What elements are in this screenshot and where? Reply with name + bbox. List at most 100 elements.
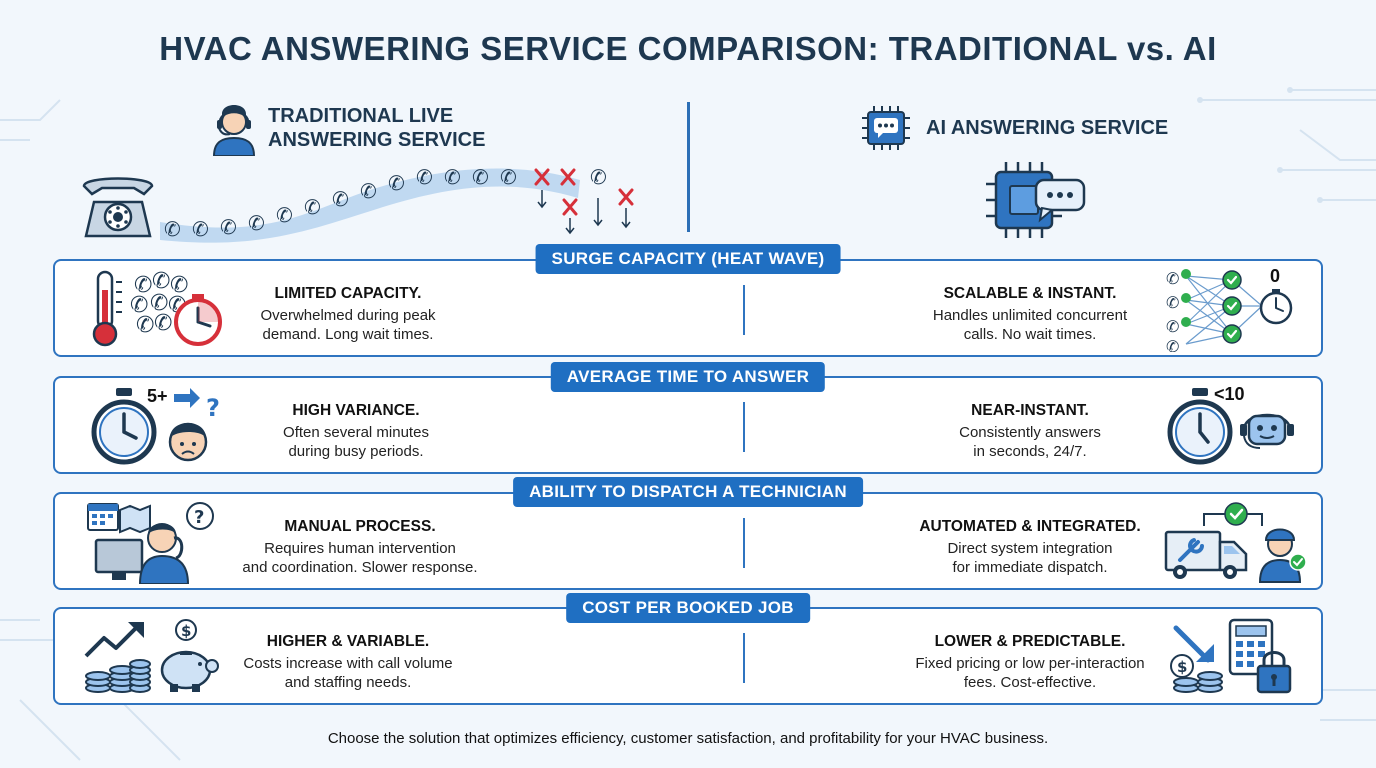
right-description-surge: SCALABLE & INSTANT. Handles unlimited co… <box>890 285 1170 344</box>
svg-text:✆: ✆ <box>154 311 172 336</box>
svg-text:$: $ <box>181 622 191 640</box>
chip-chat-icon <box>986 162 1086 238</box>
category-label-cost: COST PER BOOKED JOB <box>566 593 810 623</box>
svg-text:✆: ✆ <box>136 313 154 338</box>
left-detail-line2: and coordination. Slower response. <box>242 559 478 576</box>
robot-icon <box>1240 413 1294 449</box>
category-label-surge-capacity: SURGE CAPACITY (HEAT WAVE) <box>535 244 841 274</box>
svg-text:$: $ <box>1177 658 1187 676</box>
right-detail-line2: in seconds, 24/7. <box>973 443 1087 460</box>
right-heading: AUTOMATED & INTEGRATED. <box>919 518 1141 535</box>
left-header-line2: ANSWERING SERVICE <box>268 129 486 151</box>
wait-minutes-label: 5+ <box>147 386 168 406</box>
right-detail-line2: calls. No wait times. <box>963 326 1097 343</box>
row-divider <box>743 402 745 452</box>
category-label-average-time: AVERAGE TIME TO ANSWER <box>550 362 826 392</box>
svg-text:?: ? <box>206 394 220 422</box>
svg-text:✆: ✆ <box>170 273 188 298</box>
left-description-surge: LIMITED CAPACITY. Overwhelmed during pea… <box>208 285 488 344</box>
right-detail-line1: Consistently answers <box>959 424 1101 441</box>
svg-text:✆: ✆ <box>192 217 209 241</box>
stopwatch-icon <box>91 388 157 465</box>
left-heading: LIMITED CAPACITY. <box>274 285 422 302</box>
right-heading: NEAR-INSTANT. <box>971 402 1089 419</box>
footer-note: Choose the solution that optimizes effic… <box>327 730 1049 747</box>
svg-text:✆: ✆ <box>248 211 265 235</box>
svg-text:✆: ✆ <box>332 187 349 211</box>
svg-text:✆: ✆ <box>1166 293 1179 312</box>
right-detail-line2: for immediate dispatch. <box>952 559 1108 576</box>
network-checks-icon: ✆✆✆✆ <box>1166 269 1293 352</box>
row-divider <box>743 633 745 683</box>
row-divider <box>743 518 745 568</box>
svg-text:✆: ✆ <box>472 165 489 189</box>
svg-text:✆: ✆ <box>444 165 461 189</box>
row-divider <box>743 285 745 335</box>
truck-technician-icon <box>1164 502 1307 583</box>
rotary-phone-icon <box>82 177 154 238</box>
left-heading: MANUAL PROCESS. <box>284 518 436 535</box>
svg-text:✆: ✆ <box>590 165 607 189</box>
calculator-lock-icon <box>1228 618 1292 694</box>
svg-text:✆: ✆ <box>1166 317 1179 336</box>
svg-text:✆: ✆ <box>130 293 148 318</box>
svg-text:✆: ✆ <box>1166 337 1179 352</box>
left-detail-line2: and staffing needs. <box>284 674 412 691</box>
right-detail-line1: Fixed pricing or low per-interaction <box>915 655 1145 672</box>
right-description-dispatch: AUTOMATED & INTEGRATED. Direct system in… <box>890 518 1170 577</box>
right-description-time: NEAR-INSTANT. Consistently answers in se… <box>890 402 1170 461</box>
svg-text:✆: ✆ <box>416 165 433 189</box>
page-title: HVAC ANSWERING SERVICE COMPARISON: TRADI… <box>159 30 1217 67</box>
right-detail-line1: Handles unlimited concurrent <box>932 307 1128 324</box>
svg-text:✆: ✆ <box>360 179 377 203</box>
piggy-bank-icon: $ <box>160 619 219 692</box>
thermometer-icon <box>92 270 122 347</box>
svg-text:?: ? <box>194 507 204 528</box>
left-heading: HIGH VARIANCE. <box>292 402 420 419</box>
seconds-label: <10 <box>1214 384 1245 404</box>
right-description-cost: LOWER & PREDICTABLE. Fixed pricing or lo… <box>890 633 1170 692</box>
svg-text:✆: ✆ <box>164 217 181 241</box>
cost-rise-icon <box>84 622 151 693</box>
cost-down-icon: $ <box>1170 625 1223 693</box>
left-description-dispatch: MANUAL PROCESS. Requires human intervent… <box>220 518 500 577</box>
comparison-row-dispatch <box>53 492 1323 590</box>
category-label-dispatch: ABILITY TO DISPATCH A TECHNICIAN <box>513 477 863 507</box>
left-detail-line1: Requires human intervention <box>264 540 456 557</box>
phones-stopwatch-icon: ✆✆✆ ✆✆✆ ✆✆ <box>130 269 222 346</box>
svg-text:✆: ✆ <box>134 273 152 298</box>
left-detail-line1: Often several minutes <box>283 424 429 441</box>
call-queue-icon: ✆ ✆ ✆ ✆ ✆ ✆ ✆ ✆ ✆ ✆ ✆ ✆ ✆ ✆ <box>160 165 634 243</box>
zero-wait-label: 0 <box>1270 266 1281 286</box>
right-heading: LOWER & PREDICTABLE. <box>934 633 1126 650</box>
frustrated-person-icon: ? <box>168 388 220 462</box>
right-column-header: AI ANSWERING SERVICE <box>926 117 1169 139</box>
svg-text:✆: ✆ <box>1166 269 1179 288</box>
svg-text:✆: ✆ <box>152 269 170 294</box>
right-heading: SCALABLE & INSTANT. <box>943 285 1117 302</box>
agent-desk-icon: ? <box>87 502 214 584</box>
left-detail-line1: Costs increase with call volume <box>243 655 453 672</box>
comparison-row-average-time <box>53 376 1323 474</box>
chip-chat-icon <box>862 106 910 150</box>
left-detail-line2: demand. Long wait times. <box>262 326 434 343</box>
right-detail-line2: fees. Cost-effective. <box>963 674 1097 691</box>
svg-text:✆: ✆ <box>500 165 517 189</box>
left-column-header: TRADITIONAL LIVE ANSWERING SERVICE <box>268 104 485 152</box>
left-detail-line1: Overwhelmed during peak <box>260 307 436 324</box>
headset-agent-icon <box>212 105 256 156</box>
comparison-row-surge-capacity <box>53 259 1323 357</box>
left-header-line1: TRADITIONAL LIVE <box>268 105 454 127</box>
right-detail-line1: Direct system integration <box>947 540 1113 557</box>
left-description-time: HIGH VARIANCE. Often several minutes dur… <box>216 402 496 461</box>
left-heading: HIGHER & VARIABLE. <box>266 633 430 650</box>
column-divider <box>687 102 690 232</box>
svg-text:✆: ✆ <box>220 215 237 239</box>
left-description-cost: HIGHER & VARIABLE. Costs increase with c… <box>208 633 488 692</box>
svg-text:✆: ✆ <box>276 203 293 227</box>
svg-text:✆: ✆ <box>304 195 321 219</box>
left-detail-line2: during busy periods. <box>288 443 424 460</box>
svg-text:✆: ✆ <box>388 171 405 195</box>
svg-text:✆: ✆ <box>150 291 168 316</box>
stopwatch-icon <box>1167 388 1233 465</box>
